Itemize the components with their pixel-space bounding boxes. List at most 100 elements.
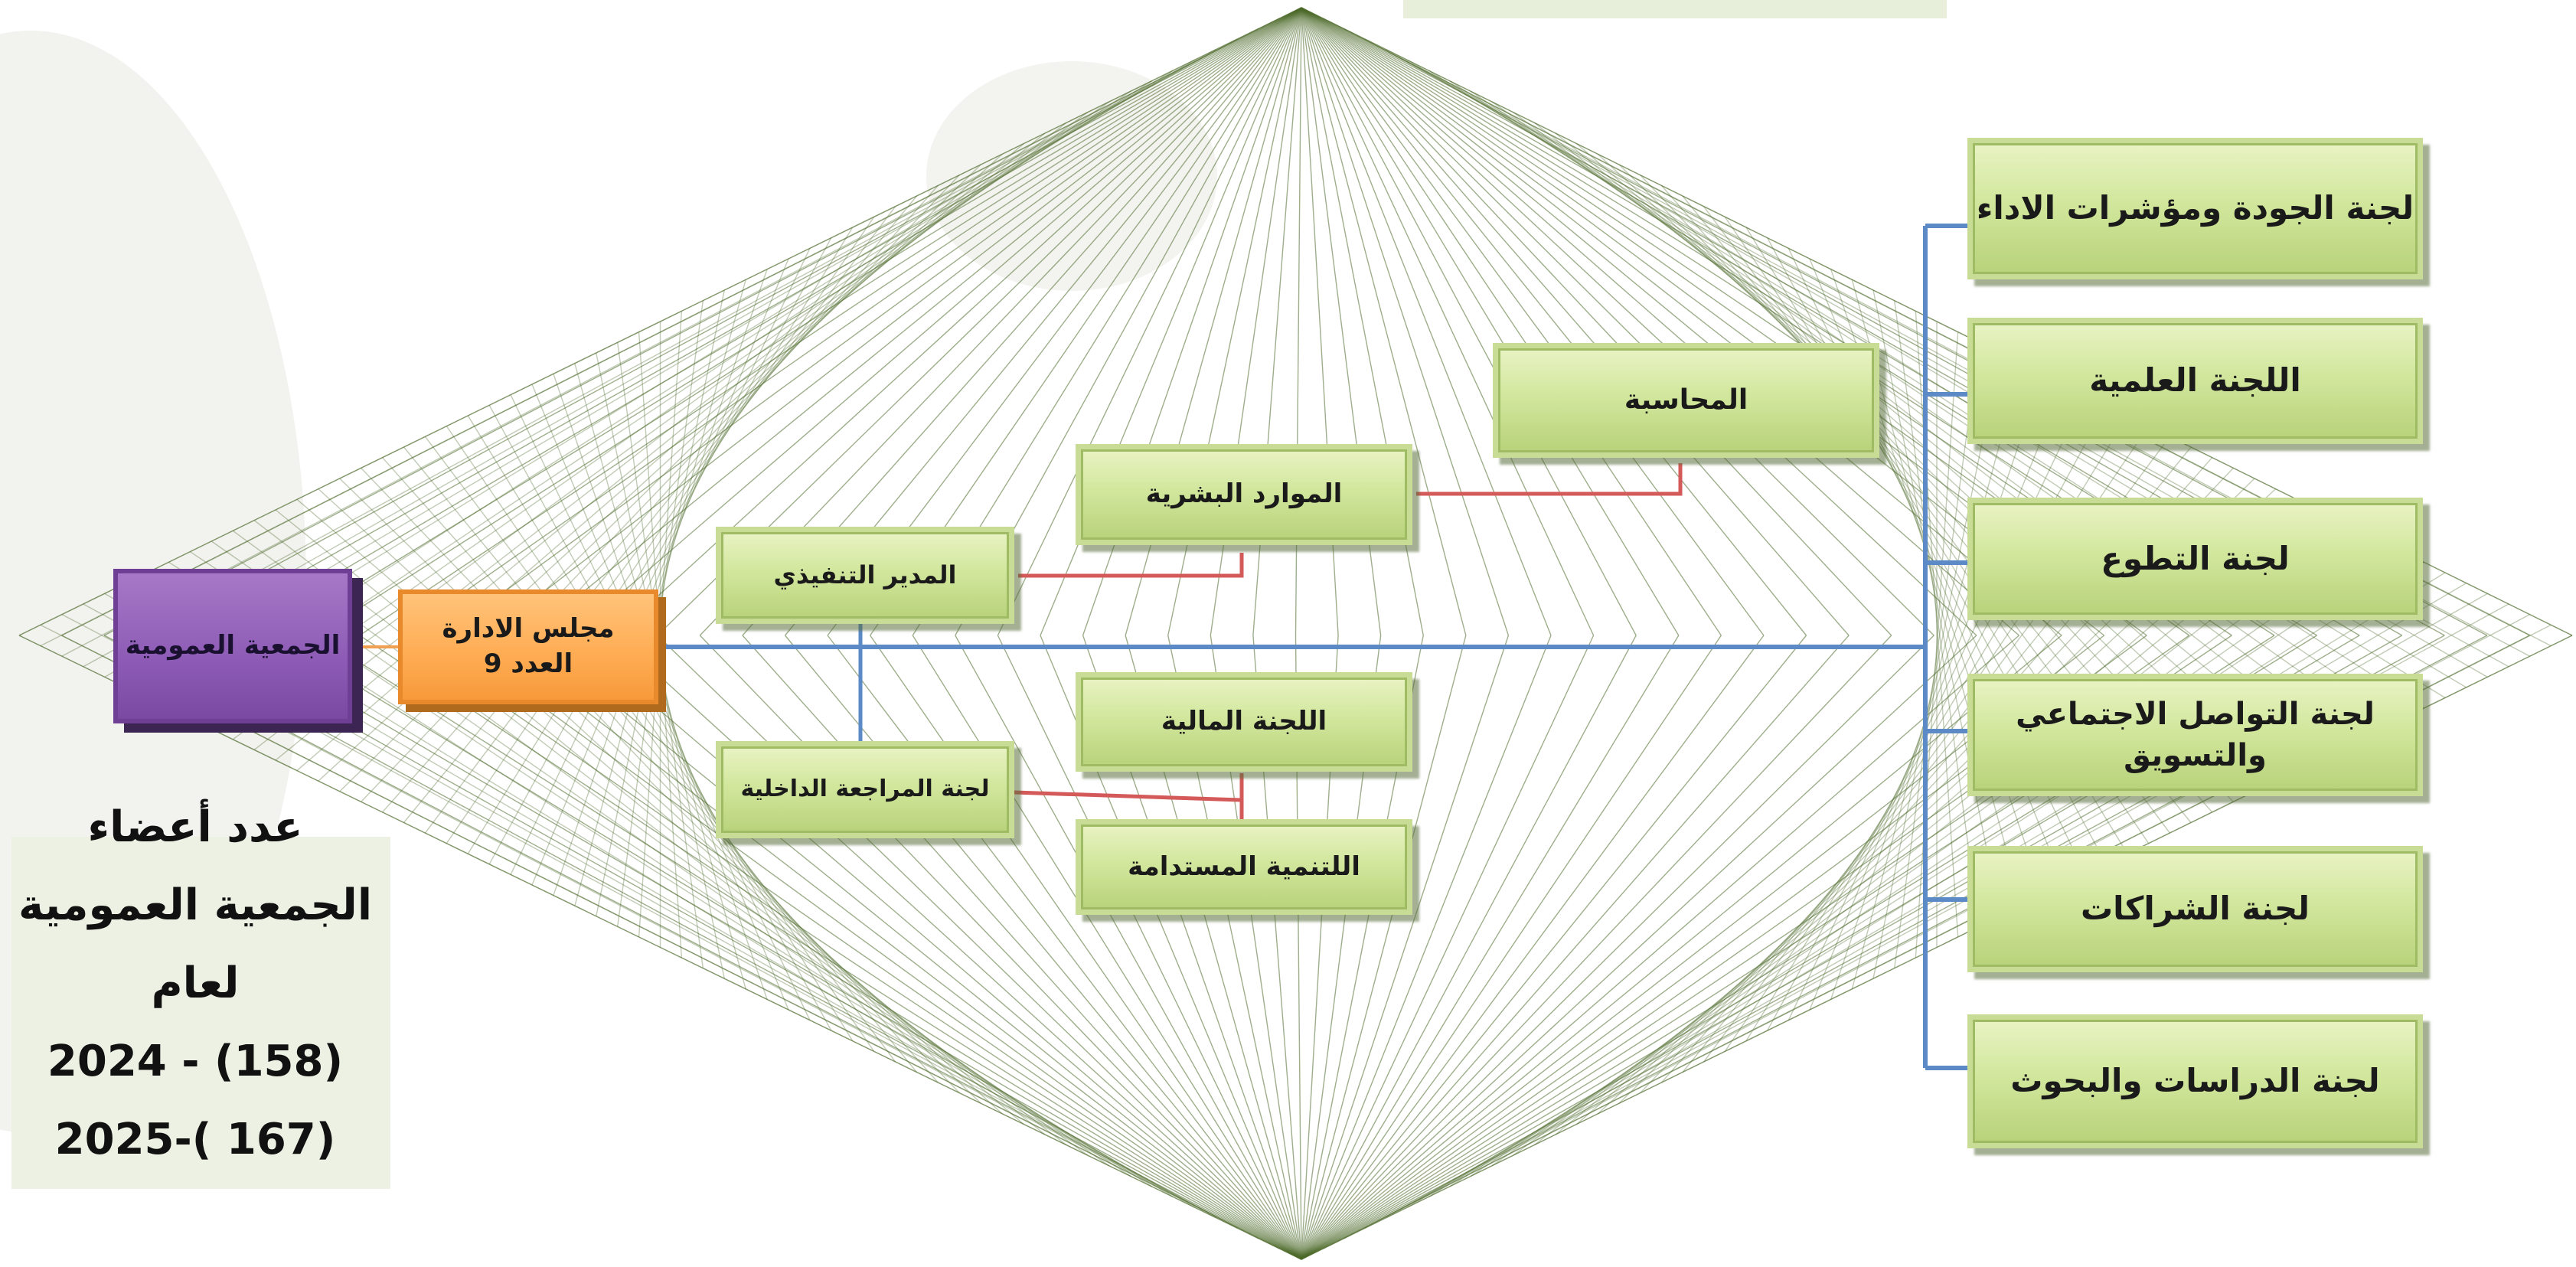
fan-line xyxy=(1555,132,2319,761)
committee-volunteering: لجنة التطوع xyxy=(1967,498,2423,620)
fan-line xyxy=(40,18,1281,647)
stats-line-1: عدد أعضاء xyxy=(87,802,303,852)
fan-line xyxy=(211,101,1110,730)
fan-line xyxy=(18,635,1302,1260)
fan-line xyxy=(446,426,875,1052)
fan-line xyxy=(1301,635,1722,1260)
fan-line xyxy=(253,520,1067,1146)
node-general-assembly: الجمعية العمومية xyxy=(113,569,352,723)
fan-line xyxy=(1301,635,1765,1260)
fan-line xyxy=(529,7,1302,636)
fan-line xyxy=(18,7,1302,636)
fan-line xyxy=(784,635,1302,1260)
node-board-title: مجلس الادارة xyxy=(442,613,615,645)
connector-lines xyxy=(352,224,1967,1070)
committee-social-marketing-label: لجنة التواصل الاجتماعي والتسويق xyxy=(2016,697,2375,773)
fan-line xyxy=(316,7,1302,636)
fan-line xyxy=(359,635,1302,1260)
fan-line xyxy=(1301,7,1510,636)
committee-scientific: اللجنة العلمية xyxy=(1967,318,2423,444)
committee-scientific-label: اللجنة العلمية xyxy=(2089,361,2301,400)
fan-line xyxy=(574,279,746,906)
fan-line xyxy=(1872,352,2001,979)
fan-line xyxy=(510,394,811,1020)
connector-exec-hr xyxy=(1018,553,1244,578)
fan-line xyxy=(1893,342,1980,968)
fan-line xyxy=(211,540,1110,1167)
fan-line xyxy=(1301,635,1680,1260)
fan-line xyxy=(231,635,1302,1260)
fan-line xyxy=(1301,635,1637,1260)
fan-line xyxy=(572,7,1302,636)
fan-line xyxy=(529,635,1302,1260)
committee-social-marketing: لجنة التواصل الاجتماعي والتسويق xyxy=(1967,674,2423,796)
fan-line xyxy=(1301,7,1892,636)
fan-line xyxy=(1301,7,1934,636)
node-human-resources: الموارد البشرية xyxy=(1076,444,1412,545)
fan-line xyxy=(339,478,981,1104)
fan-line xyxy=(488,404,832,1031)
fan-line xyxy=(61,635,1302,1260)
fan-line xyxy=(1301,635,2019,1260)
fan-line xyxy=(531,258,789,886)
fan-line xyxy=(1301,7,1595,636)
fan-line xyxy=(486,7,1302,636)
fan-line xyxy=(18,7,1302,636)
fan-line xyxy=(510,248,811,875)
committee-partnerships-label: لجنة الشراكات xyxy=(2080,890,2310,928)
fan-line xyxy=(1809,384,2065,1011)
fan-line xyxy=(1301,7,1807,636)
fan-line xyxy=(574,363,746,990)
fan-line xyxy=(596,352,725,979)
fan-line xyxy=(1893,300,1980,927)
fan-line xyxy=(188,635,1302,1260)
fan-line xyxy=(1301,7,1722,636)
stats-line-3: لعام xyxy=(151,958,240,1008)
fan-line xyxy=(997,635,1302,1260)
fan-line xyxy=(403,446,918,1073)
fan-line xyxy=(403,195,918,823)
fan-line xyxy=(232,530,1089,1156)
members-stats-panel xyxy=(11,837,390,1189)
fan-line xyxy=(699,635,1302,1260)
stats-line-2: الجمعية العمومية xyxy=(18,880,373,930)
members-stats-text: عدد أعضاء الجمعية العمومية لعام 2024 - (… xyxy=(0,789,390,1179)
fan-line xyxy=(616,342,704,968)
node-finance-committee: اللجنة المالية xyxy=(1076,672,1412,772)
fan-line xyxy=(1301,7,1680,636)
node-sustainable-development: اللتنمية المستدامة xyxy=(1076,819,1412,915)
node-executive-director-label: المدير التنفيذي xyxy=(773,560,957,589)
fan-line xyxy=(274,635,1302,1260)
fan-line xyxy=(1301,635,1977,1260)
fan-line xyxy=(616,300,704,927)
node-human-resources-label: الموارد البشرية xyxy=(1145,478,1343,510)
fan-line xyxy=(231,7,1302,636)
fan-line xyxy=(1470,551,2404,1177)
fan-line xyxy=(467,227,854,854)
fan-line xyxy=(1301,635,1467,1260)
fan-line xyxy=(1491,540,2382,1167)
fan-line xyxy=(870,635,1302,1260)
fan-line xyxy=(83,38,1238,668)
committee-partnerships: لجنة الشراكات xyxy=(1967,846,2423,972)
stats-line-4: 2024 - (158) xyxy=(47,1037,344,1086)
committee-studies-research: لجنة الدراسات والبحوث xyxy=(1967,1014,2423,1148)
fan-line xyxy=(444,7,1302,636)
fan-line xyxy=(316,635,1302,1260)
fan-line xyxy=(486,635,1302,1260)
fan-line xyxy=(1491,101,2382,730)
fan-line xyxy=(614,635,1302,1260)
connector-audit-finance xyxy=(1014,790,1244,819)
fan-line xyxy=(401,7,1302,636)
fan-line xyxy=(1301,635,1552,1260)
node-general-assembly-label: الجمعية العمومية xyxy=(125,630,341,661)
fan-line xyxy=(742,635,1302,1260)
node-accounting: المحاسبة xyxy=(1493,343,1879,458)
fan-line xyxy=(61,7,1302,636)
fan-line xyxy=(382,457,939,1083)
fan-line xyxy=(553,374,768,1000)
node-accounting-label: المحاسبة xyxy=(1624,384,1748,416)
fan-line xyxy=(572,635,1302,1260)
top-banner-strip xyxy=(1403,0,1947,18)
committee-quality-label: لجنة الجودة ومؤشرات الاداء xyxy=(1976,189,2414,227)
